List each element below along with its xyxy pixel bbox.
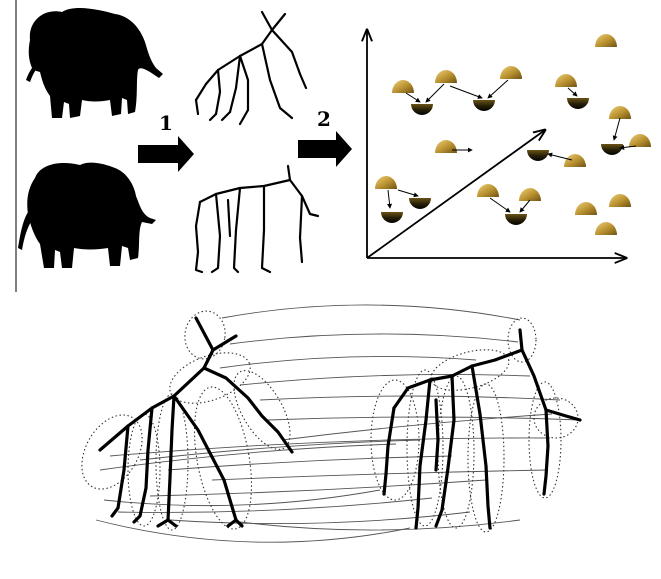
matching-curve [100,444,396,470]
half-bowl-icon [527,150,549,161]
half-dome-icon [519,188,541,201]
half-dome-icon [564,154,586,167]
half-bowl-icon [601,144,623,155]
half-dome-icon [595,34,617,47]
dotted-outlines [69,308,578,534]
assignment-arrow [568,88,577,96]
scatter-axes [367,30,626,258]
half-bowl-icon [409,198,431,209]
matching-curve [268,417,580,420]
skeleton-graph-icon [196,12,306,124]
matching-curve [150,480,486,496]
elephant-silhouette-icon [18,163,156,268]
half-dome-icon [629,134,651,147]
matching-curve [240,520,520,530]
step-1-label: 1 [159,111,173,135]
assignment-arrow [388,190,390,208]
half-dome-icon [477,184,499,197]
assignment-arrow [490,198,510,212]
half-dome-icon [595,222,617,235]
matching-curve [118,498,432,512]
elephant-silhouette-icon [26,8,163,118]
skeleton-graph-right [384,330,580,528]
matching-curve [212,470,548,480]
matching-curve [240,374,530,385]
assignment-arrow [398,190,418,196]
arrow-right-icon [298,131,352,167]
step-2-label: 2 [317,107,331,131]
half-bowl-icon [381,212,403,223]
assignment-arrow [488,80,508,98]
half-bowl-icon [567,98,589,109]
half-dome-icon [609,106,631,119]
matching-curve [222,305,520,320]
half-bowl-icon [473,100,495,111]
half-dome-icon [435,70,457,83]
half-dome-icon [609,194,631,207]
half-bowl-icon [411,104,433,115]
matching-curve [220,356,476,368]
assignment-arrow [614,118,620,140]
assignment-arrow [406,93,420,102]
matching-curve [168,456,452,470]
half-dome-icon [392,80,414,93]
half-bowl-icon [505,214,527,225]
assignment-arrows [388,80,636,212]
assignment-arrow [450,86,482,98]
arrow-right-icon [138,136,194,172]
matching-curve [260,396,560,400]
half-dome-icon [375,176,397,189]
skeleton-graph-icon [196,166,318,272]
half-dome-icon [500,66,522,79]
half-dome-icon [575,202,597,215]
assignment-arrow [520,200,530,212]
assignment-arrow [426,84,444,102]
half-dome-icon [555,74,577,87]
matching-curve [230,334,518,344]
half-dome-icon [435,140,457,153]
